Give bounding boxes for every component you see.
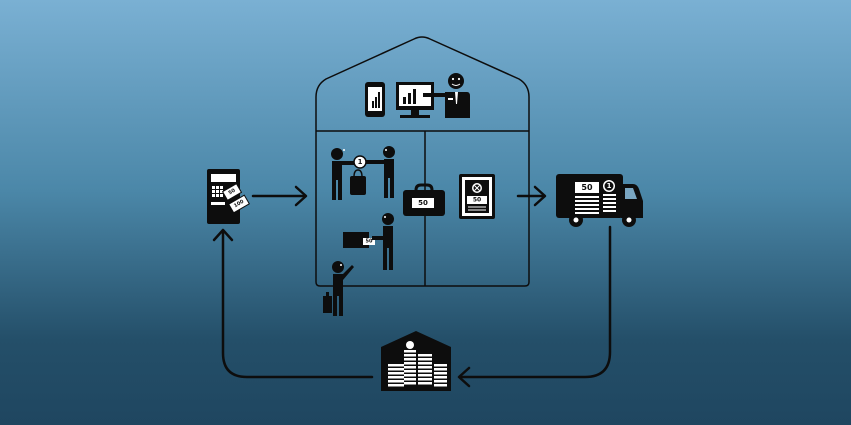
arrow-atm-to-bank	[251, 185, 308, 207]
atm-note-top-label: 50	[227, 187, 236, 196]
teller-coin-label: 1	[358, 158, 363, 166]
handover-note-label: 50	[366, 239, 373, 245]
safe-note-label: 50	[473, 197, 481, 204]
truck-coin-label: 1	[607, 182, 612, 190]
arrow-vault-to-atm	[212, 228, 374, 379]
cash-center-vault-icon	[381, 331, 451, 391]
presenter-person-icon	[423, 73, 470, 118]
truck-note-label: 50	[581, 183, 593, 192]
bag-note-label: 50	[418, 199, 428, 207]
arrow-bank-to-truck	[516, 185, 547, 207]
smartphone-icon	[365, 82, 385, 117]
clerk-person-icon	[372, 213, 394, 270]
atm-banknote-bottom: 100	[228, 194, 250, 214]
arrow-truck-to-vault	[457, 225, 612, 388]
shopping-bag-icon	[350, 169, 366, 195]
monitor-chart-icon	[396, 82, 434, 118]
customer-person-icon	[366, 146, 395, 198]
cash-box-icon: 50	[343, 232, 375, 248]
cash-truck-icon: 50 1	[556, 174, 643, 227]
safe-icon: 50	[459, 174, 495, 219]
customer-with-luggage-icon	[323, 261, 354, 316]
money-bag-icon: 50	[403, 183, 445, 216]
coin-exchange-icon: 1	[353, 155, 367, 169]
atm-banknote-top: 50	[221, 182, 243, 202]
teller-person-icon	[331, 148, 355, 200]
atm-note-bottom-label: 100	[233, 199, 245, 210]
